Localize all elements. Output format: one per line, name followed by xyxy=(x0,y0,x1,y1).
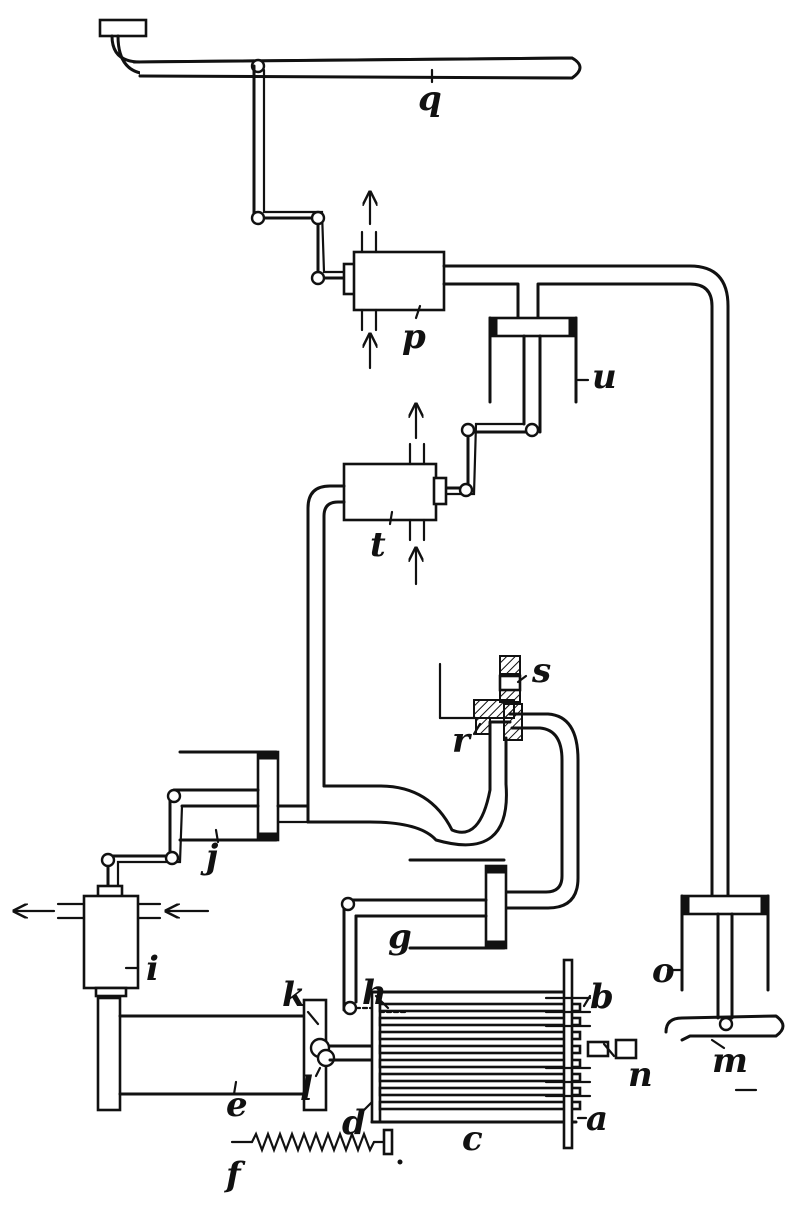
linkage-q-p xyxy=(250,64,346,286)
pipe-p-o xyxy=(442,264,730,898)
label-r: r xyxy=(452,721,472,761)
label-c: c xyxy=(462,1119,483,1159)
label-n: n xyxy=(628,1055,653,1095)
lever-q xyxy=(98,18,582,80)
label-l: l xyxy=(300,1069,313,1109)
label-a: a xyxy=(586,1099,608,1139)
label-u: u xyxy=(592,357,617,397)
cylinder-e xyxy=(96,996,374,1112)
label-b: b xyxy=(590,977,614,1017)
spring-f xyxy=(230,1128,403,1165)
label-q: q xyxy=(418,79,442,119)
label-t: t xyxy=(370,525,386,565)
lever-m xyxy=(664,1014,785,1092)
label-h: h xyxy=(362,973,387,1013)
label-i: i xyxy=(146,949,159,989)
label-d: d xyxy=(342,1103,366,1143)
label-f: f xyxy=(224,1155,246,1195)
label-p: p xyxy=(402,317,426,357)
linkage-j-i xyxy=(100,788,184,890)
linkage-u-t xyxy=(444,422,540,498)
cylinder-o xyxy=(680,894,770,1020)
pipe-t-j xyxy=(306,484,346,824)
leader-lines xyxy=(124,68,726,1120)
valve-t xyxy=(342,404,448,586)
cylinder-j xyxy=(172,750,280,842)
cylinder-g xyxy=(340,858,508,1016)
valve-r-s xyxy=(438,655,523,741)
pipe-j-g xyxy=(276,712,580,910)
label-j: j xyxy=(200,837,219,877)
label-m: m xyxy=(712,1041,748,1081)
label-e: e xyxy=(226,1085,248,1125)
valve-i xyxy=(14,884,210,998)
label-k: k xyxy=(282,975,306,1015)
part-labels: q p u t s r j i g h k l e f d c b a n o … xyxy=(146,79,748,1195)
label-g: g xyxy=(388,917,412,957)
label-s: s xyxy=(531,651,551,691)
label-o: o xyxy=(652,951,675,991)
plate-stack-c xyxy=(370,958,638,1150)
valve-p xyxy=(342,192,446,370)
cylinder-u xyxy=(488,316,578,434)
